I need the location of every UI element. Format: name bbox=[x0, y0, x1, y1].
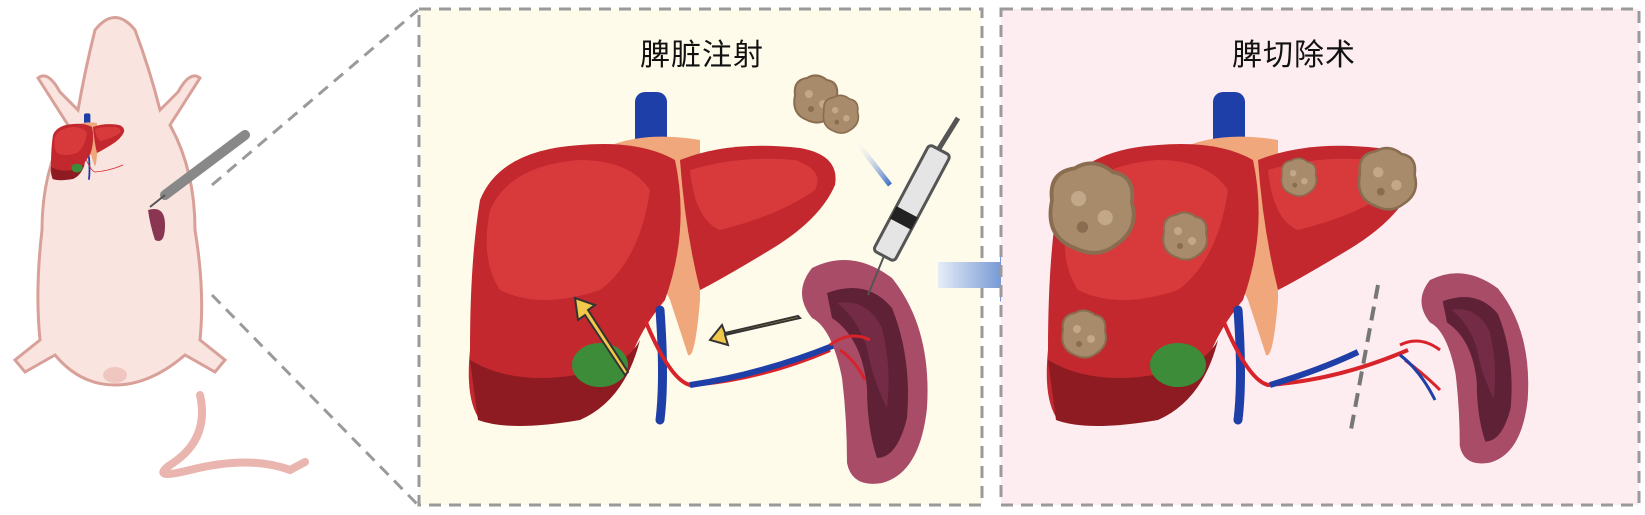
syringe-icon bbox=[867, 116, 961, 296]
mouse-syringe-icon bbox=[149, 130, 250, 208]
zoom-line-bottom bbox=[210, 293, 420, 507]
mouse-illustration bbox=[12, 16, 309, 478]
zoom-line-top bbox=[211, 8, 419, 187]
flow-arrow-icon bbox=[708, 314, 802, 347]
panel-title-splenectomy: 脾切除术 bbox=[1232, 38, 1356, 73]
panel-title-injection: 脾脏注射 bbox=[640, 38, 764, 73]
flow-arrow-icon bbox=[573, 296, 630, 377]
cut-line bbox=[1348, 284, 1380, 436]
cells-arrow-icon bbox=[853, 138, 892, 187]
